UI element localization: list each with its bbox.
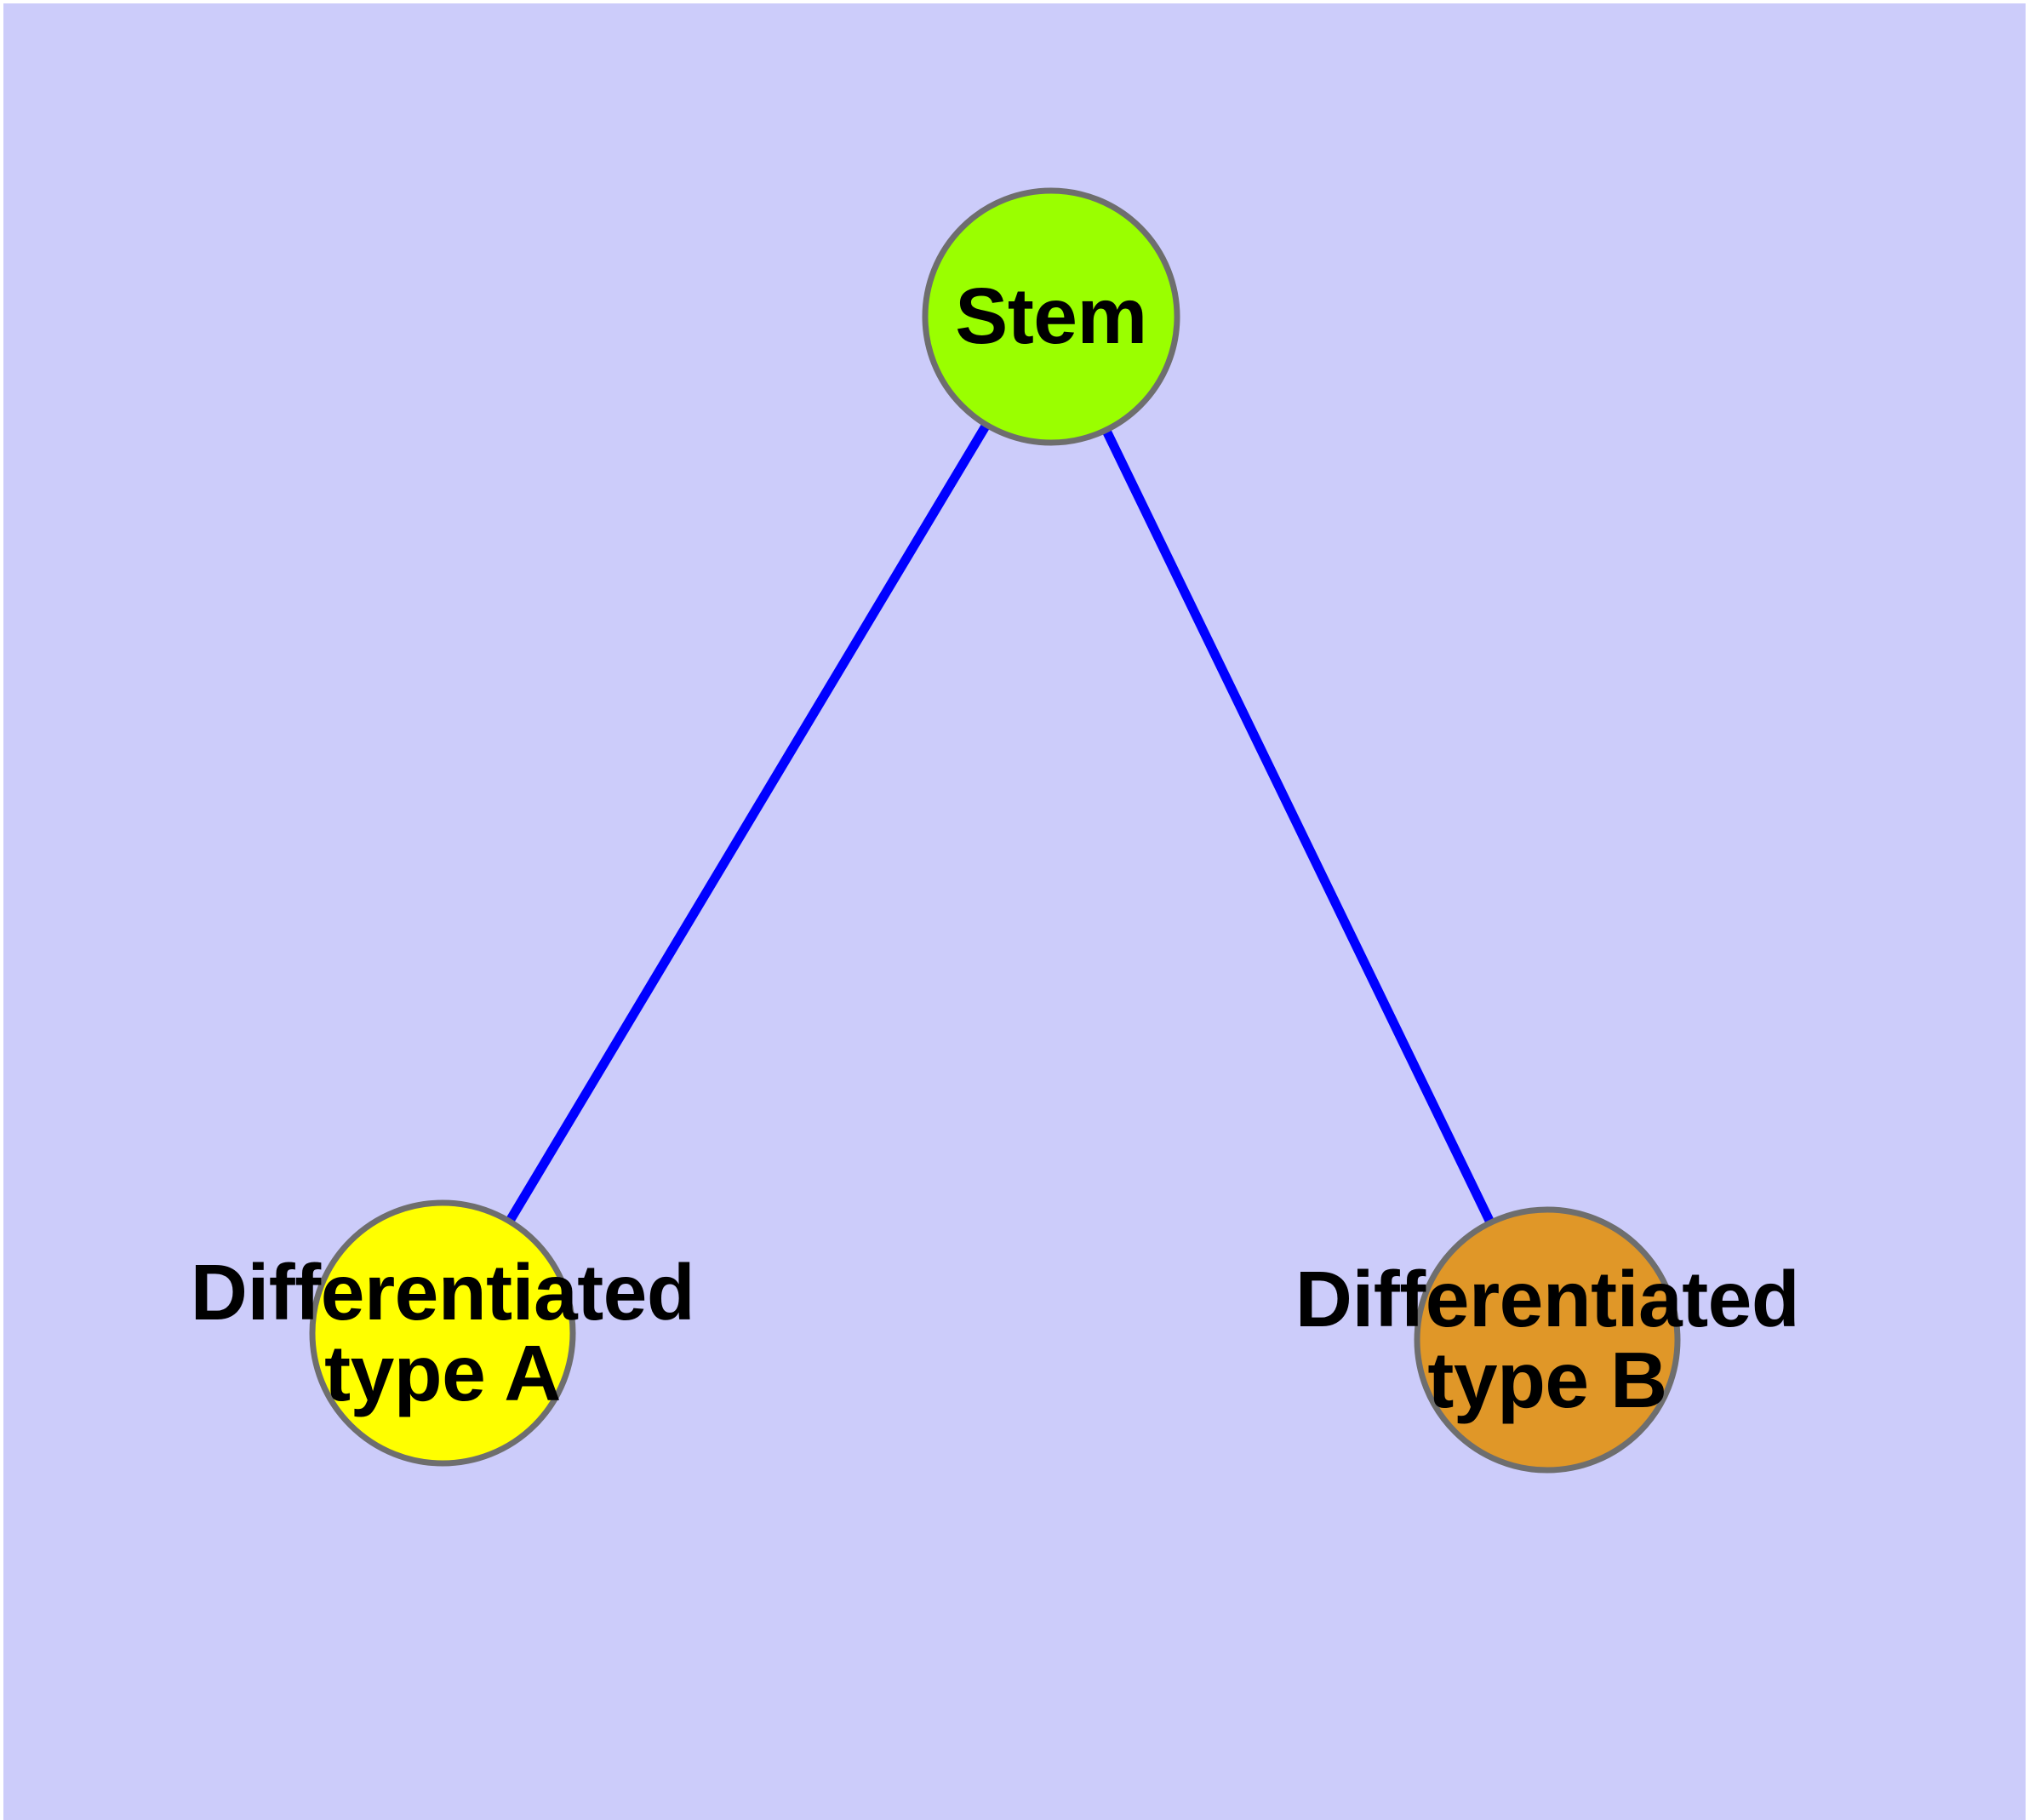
graph-node-label-line: Differentiated (1295, 1255, 1800, 1344)
graph-node-label-line: type B (1427, 1336, 1667, 1424)
graph-node-label-stem: Stem (955, 272, 1147, 361)
graph-node-label-line: type A (324, 1329, 561, 1417)
graph-node-label-line: Differentiated (190, 1248, 695, 1337)
graph-node-label-line: Stem (955, 272, 1147, 361)
